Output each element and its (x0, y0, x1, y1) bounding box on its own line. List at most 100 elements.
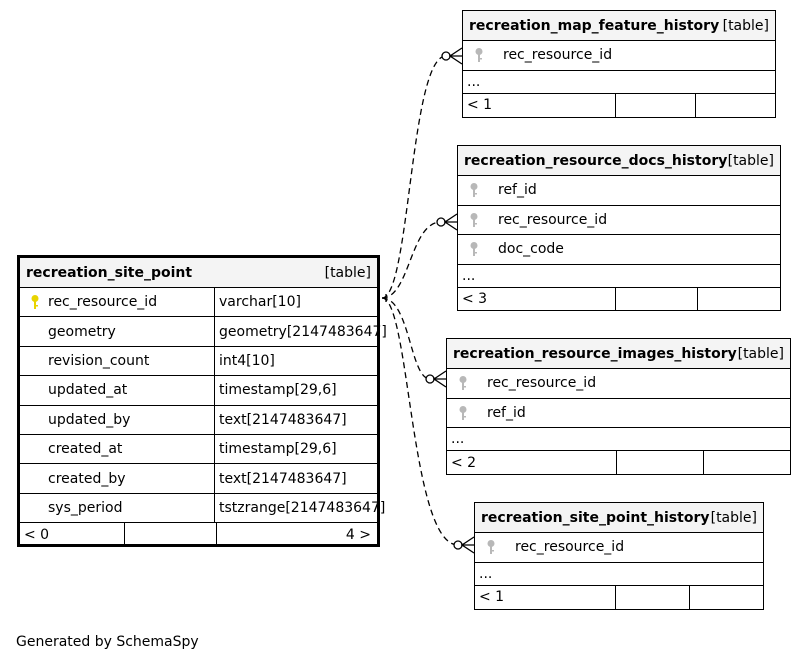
column-name[interactable]: rec_resource_id (48, 294, 158, 311)
column-name[interactable]: rec_resource_id (498, 211, 608, 228)
table-header: recreation_map_feature_history[table] (463, 11, 775, 41)
table-footer: < 2 (447, 451, 790, 474)
parents-count[interactable]: < 1 (463, 93, 616, 117)
column-type: int4[10] (219, 352, 275, 369)
parents-count[interactable]: < 3 (458, 287, 616, 311)
column-name-cell: rec_resource_id (20, 288, 215, 317)
column-name[interactable]: sys_period (48, 499, 123, 516)
relation-end-circle (441, 51, 451, 61)
table-footer: < 1 (475, 585, 763, 609)
column-name[interactable]: ref_id (498, 182, 537, 199)
foreign-key-icon (463, 47, 495, 63)
foreign-key-icon (447, 405, 479, 421)
column-name[interactable]: rec_resource_id (487, 375, 597, 392)
column-name[interactable]: doc_code (498, 241, 564, 258)
column-name-cell: created_at (20, 434, 215, 464)
column-name[interactable]: created_at (48, 441, 123, 458)
column-name-cell: revision_count (20, 346, 215, 376)
table-name[interactable]: recreation_resource_images_history (453, 345, 737, 362)
column-name-cell: created_by (20, 464, 215, 493)
table-footer: < 1 (463, 93, 775, 117)
table-kind: [table] (722, 17, 769, 34)
table-name[interactable]: recreation_site_point_history (481, 509, 710, 526)
crowfoot-site-point (460, 536, 475, 554)
column-type: varchar[10] (219, 294, 301, 311)
more-columns: ... (447, 428, 790, 451)
crowfoot-map-feature (448, 47, 463, 65)
parents-count[interactable]: < 2 (447, 451, 617, 474)
column-name-cell: updated_by (20, 405, 215, 434)
relation-end-circle (425, 374, 435, 384)
table-header: recreation_resource_docs_history[table] (458, 146, 780, 176)
column-name[interactable]: ref_id (487, 404, 526, 421)
column-row: updated_at timestamp[29,6] (20, 376, 377, 406)
table-name[interactable]: recreation_resource_docs_history (464, 152, 728, 169)
footer-spacer (617, 451, 704, 474)
column-name[interactable]: updated_by (48, 411, 131, 428)
table-recreation-site-point-history[interactable]: recreation_site_point_history[table] rec_… (474, 502, 764, 610)
column-type: timestamp[29,6] (219, 382, 337, 399)
column-row: rec_resource_id (447, 369, 790, 399)
footer-spacer (616, 585, 690, 609)
table-kind: [table] (710, 509, 757, 526)
footer-spacer (704, 451, 790, 474)
column-row: revision_count int4[10] (20, 346, 377, 377)
table-name[interactable]: recreation_site_point (26, 264, 193, 281)
parents-count[interactable]: < 1 (475, 585, 616, 609)
table-header: recreation_site_point [table] (20, 258, 377, 288)
table-recreation-map-feature-history[interactable]: recreation_map_feature_history[table]rec… (462, 10, 776, 118)
foreign-key-icon (458, 212, 490, 228)
column-type: text[2147483647] (219, 470, 347, 487)
table-recreation-site-point[interactable]: recreation_site_point [table] rec_resour… (17, 255, 387, 547)
parents-count[interactable]: < 0 (20, 523, 125, 547)
column-row: ref_id (447, 399, 790, 428)
column-name[interactable]: created_by (48, 470, 126, 487)
column-name[interactable]: rec_resource_id (503, 47, 613, 64)
relation-line-map-feature (381, 55, 447, 299)
column-row: rec_resource_id (463, 41, 775, 71)
column-row: rec_resource_id (475, 533, 763, 563)
foreign-key-icon (458, 182, 490, 198)
table-recreation-resource-docs-history[interactable]: recreation_resource_docs_history[table]r… (457, 145, 781, 311)
more-columns: ... (458, 265, 780, 288)
foreign-key-icon (475, 539, 507, 555)
table-header: recreation_resource_images_history[table… (447, 339, 790, 369)
footer-spacer (690, 586, 763, 609)
crowfoot-images (432, 370, 447, 388)
column-name-cell: geometry (20, 317, 215, 346)
column-type: text[2147483647] (219, 411, 347, 428)
column-name[interactable]: rec_resource_id (515, 539, 625, 556)
column-name-cell: sys_period (20, 493, 215, 523)
column-name[interactable]: updated_at (48, 382, 128, 399)
table-header: recreation_site_point_history[table] (475, 503, 763, 533)
column-name[interactable]: geometry (48, 323, 116, 340)
table-name[interactable]: recreation_map_feature_history (469, 17, 720, 34)
column-row: updated_by text[2147483647] (20, 405, 377, 435)
crowfoot-docs (443, 213, 458, 231)
footer-spacer (696, 94, 775, 117)
table-kind: [table] (324, 264, 371, 281)
relation-line-docs (381, 221, 442, 299)
relation-end-circle (453, 540, 463, 550)
column-row: doc_code (458, 235, 780, 265)
column-name[interactable]: revision_count (48, 352, 150, 369)
column-row: created_by text[2147483647] (20, 464, 377, 494)
generated-by-footer: Generated by SchemaSpy (16, 634, 199, 650)
children-count[interactable]: 4 > (345, 526, 371, 543)
foreign-key-icon (447, 375, 479, 391)
primary-key-icon (24, 294, 46, 310)
more-columns: ... (475, 563, 763, 586)
column-row: ref_id (458, 176, 780, 206)
table-footer: < 0 4 > (20, 523, 377, 547)
footer-spacer (125, 523, 217, 547)
column-row: rec_resource_id (458, 206, 780, 235)
relation-line-images (381, 297, 431, 380)
table-recreation-resource-images-history[interactable]: recreation_resource_images_history[table… (446, 338, 791, 475)
column-name-cell: updated_at (20, 376, 215, 405)
relation-end-circle (436, 217, 446, 227)
table-footer: < 3 (458, 287, 780, 311)
column-type: timestamp[29,6] (219, 441, 337, 458)
footer-spacer (698, 288, 780, 311)
